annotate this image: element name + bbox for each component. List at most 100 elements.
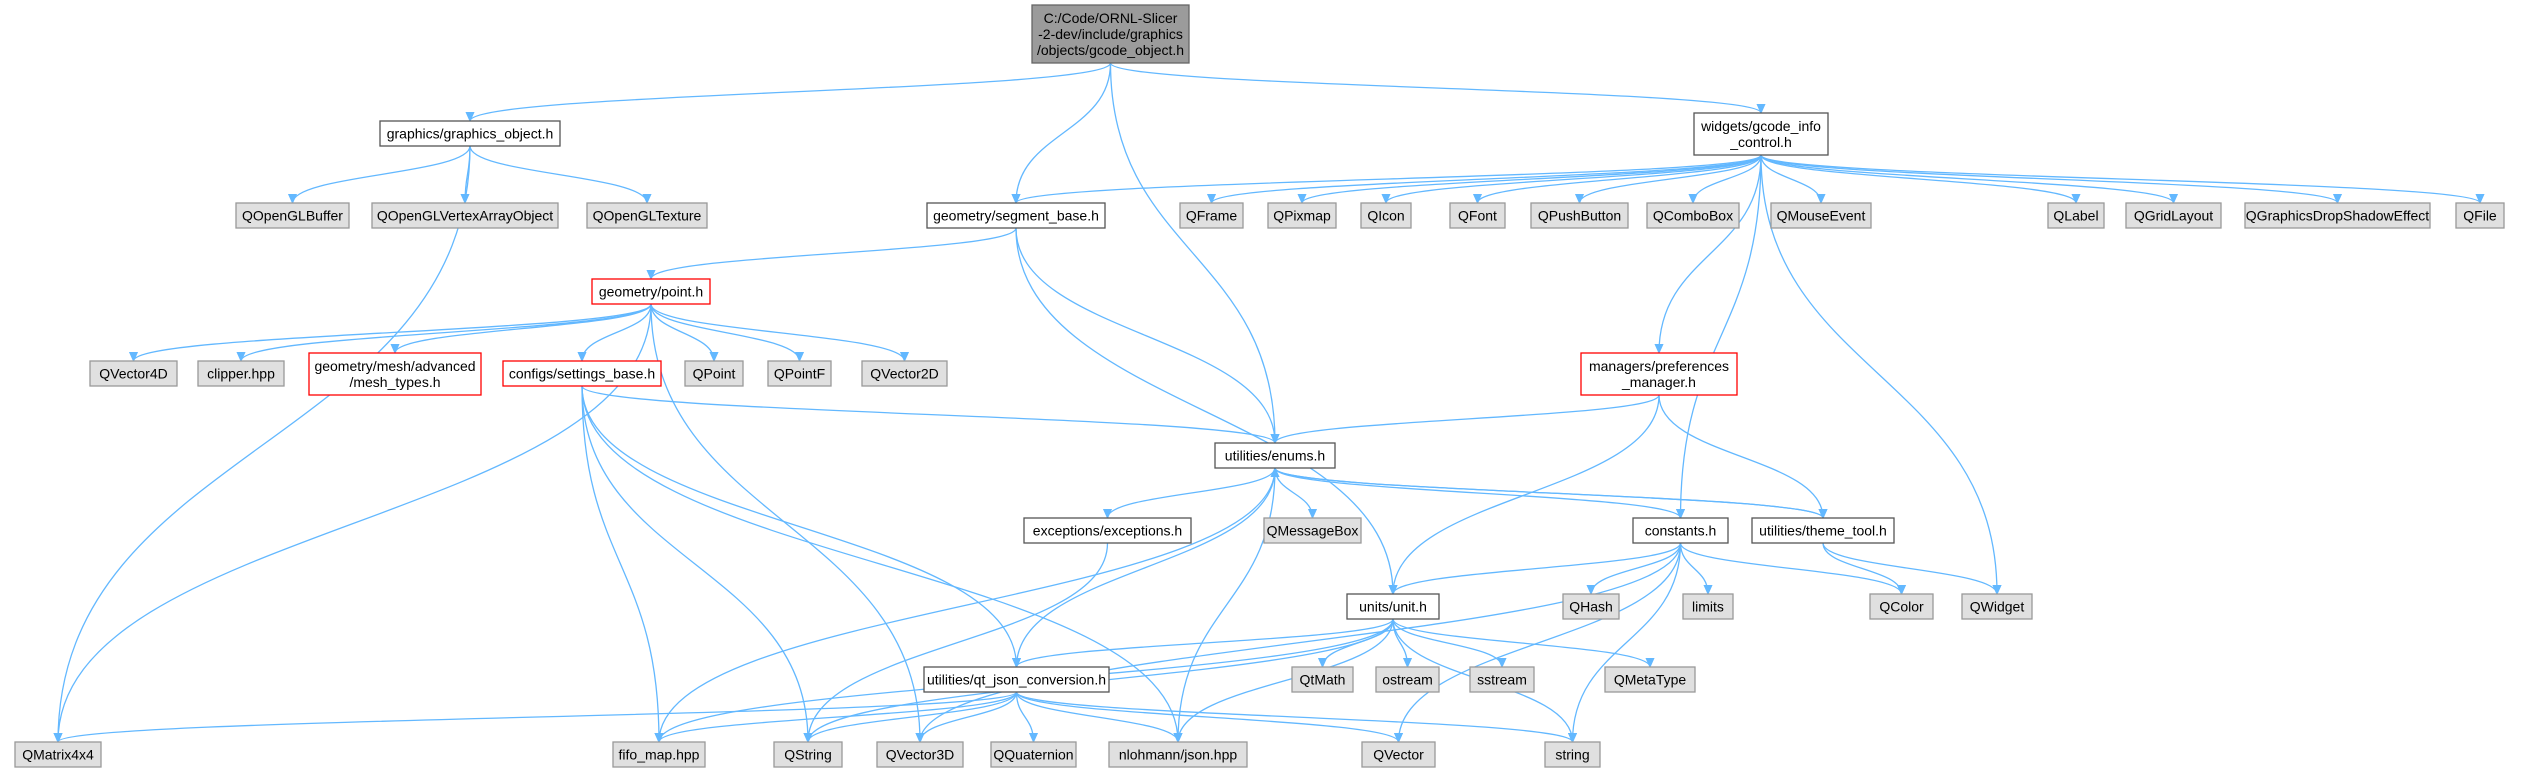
node-qmouseevent[interactable]: QMouseEvent <box>1770 202 1872 229</box>
node-label: C:/Code/ORNL-Slicer <box>1044 10 1178 26</box>
node-qhash[interactable]: QHash <box>1562 593 1620 620</box>
node-point[interactable]: geometry/point.h <box>591 278 711 305</box>
node-qcombobox[interactable]: QComboBox <box>1646 202 1740 229</box>
node-gcode-info[interactable]: widgets/gcode_info_control.h <box>1693 112 1829 156</box>
node-sstream[interactable]: sstream <box>1469 666 1535 693</box>
node-fifo-map[interactable]: fifo_map.hpp <box>612 741 706 768</box>
node-box <box>1751 517 1895 544</box>
node-box <box>1449 202 1506 229</box>
node-qt-json-conversion[interactable]: utilities/qt_json_conversion.h <box>923 666 1110 693</box>
node-qframe[interactable]: QFrame <box>1179 202 1244 229</box>
node-qopengltexture[interactable]: QOpenGLTexture <box>586 202 708 229</box>
node-box <box>14 741 102 768</box>
node-theme-tool[interactable]: utilities/theme_tool.h <box>1751 517 1895 544</box>
node-qvector2d[interactable]: QVector2D <box>861 360 948 387</box>
node-qpushbutton[interactable]: QPushButton <box>1530 202 1629 229</box>
node-label: ostream <box>1382 672 1433 688</box>
node-settings-base[interactable]: configs/settings_base.h <box>502 360 662 387</box>
node-limits[interactable]: limits <box>1682 593 1734 620</box>
node-box <box>2244 202 2431 229</box>
node-segment-base[interactable]: geometry/segment_base.h <box>926 202 1106 229</box>
node-box <box>1869 593 1934 620</box>
edge-point-to-mesh-types <box>395 303 652 353</box>
node-label: QLabel <box>2053 208 2098 224</box>
node-constants[interactable]: constants.h <box>1632 517 1729 544</box>
edge-qt-json-conversion-to-json <box>1015 691 1179 742</box>
node-mesh-types[interactable]: geometry/mesh/advanced/mesh_types.h <box>308 352 482 396</box>
node-qvector4d[interactable]: QVector4D <box>89 360 178 387</box>
node-qquaternion[interactable]: QQuaternion <box>990 741 1077 768</box>
node-label: QPoint <box>693 366 736 382</box>
edge-gcode-info-to-qicon <box>1386 154 1762 203</box>
node-root: C:/Code/ORNL-Slicer-2-dev/include/graphi… <box>1031 4 1190 64</box>
node-qfont[interactable]: QFont <box>1449 202 1506 229</box>
node-label: QGridLayout <box>2134 208 2213 224</box>
node-qgraphicsdropshadoweffect[interactable]: QGraphicsDropShadowEffect <box>2244 202 2431 229</box>
edge-constants-to-string <box>1573 542 1682 742</box>
edge-point-to-qvector4d <box>134 303 652 361</box>
node-qmetatype[interactable]: QMetaType <box>1604 666 1696 693</box>
node-label: QVector <box>1373 747 1424 763</box>
node-qpointf[interactable]: QPointF <box>767 360 832 387</box>
node-label: nlohmann/json.hpp <box>1119 747 1238 763</box>
node-qfile[interactable]: QFile <box>2455 202 2505 229</box>
node-box <box>1179 202 1244 229</box>
node-label: QPushButton <box>1538 208 1621 224</box>
node-qpixmap[interactable]: QPixmap <box>1267 202 1337 229</box>
edge-unit-to-qmetatype <box>1392 618 1650 667</box>
node-label: QString <box>784 747 831 763</box>
node-label: QMatrix4x4 <box>22 747 94 763</box>
node-graphics-object[interactable]: graphics/graphics_object.h <box>379 120 561 147</box>
node-qmessagebox[interactable]: QMessageBox <box>1263 517 1362 544</box>
edge-constants-to-qvector3d <box>920 542 1682 742</box>
node-box <box>1604 666 1696 693</box>
edge-gcode-info-to-qwidget <box>1760 154 1997 594</box>
node-label: QOpenGLVertexArrayObject <box>377 208 553 224</box>
node-string[interactable]: string <box>1544 741 1601 768</box>
node-label: fifo_map.hpp <box>619 747 700 763</box>
edge-segment-base-to-point <box>651 227 1017 279</box>
node-box <box>1544 741 1601 768</box>
edge-qt-json-conversion-to-fifo-map <box>659 691 1018 742</box>
node-box <box>591 278 711 305</box>
node-qcolor[interactable]: QColor <box>1869 593 1934 620</box>
edge-root-to-gcode-info <box>1109 62 1762 113</box>
edge-gcode-info-to-qframe <box>1212 154 1762 203</box>
node-box <box>1693 112 1829 156</box>
edge-exceptions-to-qstring <box>808 542 1109 742</box>
node-qgridlayout[interactable]: QGridLayout <box>2125 202 2222 229</box>
node-label: QColor <box>1879 599 1924 615</box>
node-ostream[interactable]: ostream <box>1375 666 1440 693</box>
node-qvector[interactable]: QVector <box>1361 741 1436 768</box>
node-json[interactable]: nlohmann/json.hpp <box>1108 741 1248 768</box>
node-qicon[interactable]: QIcon <box>1360 202 1412 229</box>
node-qmatrix4x4[interactable]: QMatrix4x4 <box>14 741 102 768</box>
node-clipper[interactable]: clipper.hpp <box>197 360 285 387</box>
node-box <box>1214 442 1336 469</box>
node-qstring[interactable]: QString <box>773 741 843 768</box>
node-enums[interactable]: utilities/enums.h <box>1214 442 1336 469</box>
node-exceptions[interactable]: exceptions/exceptions.h <box>1023 517 1192 544</box>
node-qwidget[interactable]: QWidget <box>1961 593 2033 620</box>
edge-preferences-manager-to-unit <box>1393 394 1660 594</box>
node-qopenglbuffer[interactable]: QOpenGLBuffer <box>235 202 350 229</box>
node-qlabel[interactable]: QLabel <box>2047 202 2105 229</box>
node-box <box>1682 593 1734 620</box>
node-box <box>923 666 1110 693</box>
node-qpoint[interactable]: QPoint <box>684 360 744 387</box>
edge-theme-tool-to-qwidget <box>1822 542 1997 594</box>
edge-point-to-qpoint <box>650 303 714 361</box>
node-preferences-manager[interactable]: managers/preferences_manager.h <box>1580 352 1738 396</box>
edge-qt-json-conversion-to-qvector <box>1015 691 1399 742</box>
node-box <box>235 202 350 229</box>
node-qvector3d[interactable]: QVector3D <box>876 741 964 768</box>
node-unit[interactable]: units/unit.h <box>1346 593 1440 620</box>
edge-constants-to-qcolor <box>1679 542 1902 594</box>
edge-root-to-segment-base <box>1016 62 1112 203</box>
node-label: QOpenGLBuffer <box>242 208 343 224</box>
edge-segment-base-to-enums <box>1015 227 1275 443</box>
node-label: QVector3D <box>886 747 954 763</box>
node-qopenglvertexarrayobject[interactable]: QOpenGLVertexArrayObject <box>371 202 559 229</box>
edge-root-to-enums <box>1109 62 1276 443</box>
node-qtmath[interactable]: QtMath <box>1291 666 1354 693</box>
